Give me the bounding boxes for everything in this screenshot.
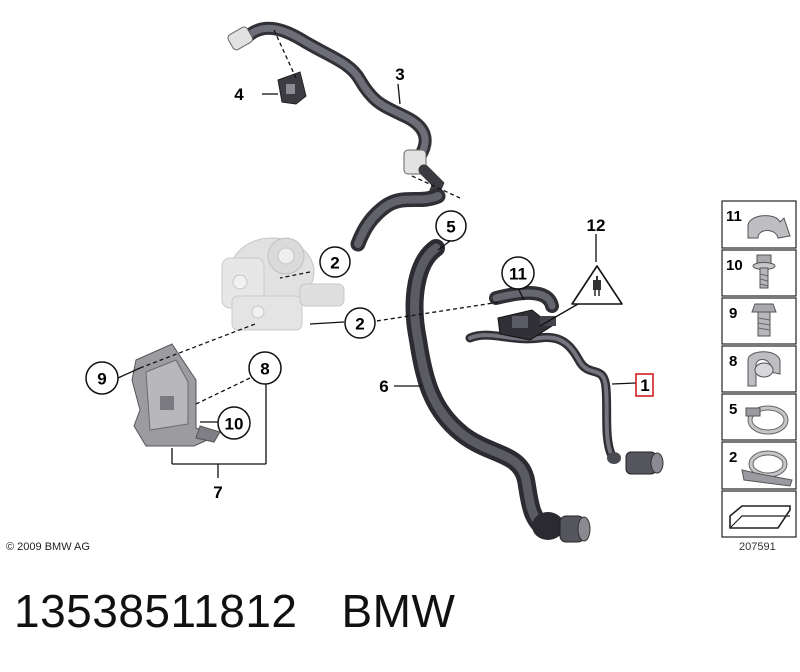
high-pressure-pump [221, 237, 345, 331]
callout-4[interactable]: 4 [234, 85, 244, 104]
callout-2-lower[interactable]: 2 [344, 307, 376, 339]
hose-bracket-4 [277, 71, 307, 105]
clamp-bracket-icon [741, 450, 793, 487]
callout-11-text: 11 [509, 265, 527, 284]
callout-6[interactable]: 6 [379, 377, 388, 396]
brand-name: BMW [341, 585, 456, 637]
callout-7[interactable]: 7 [213, 483, 222, 502]
callout-5-text: 5 [446, 218, 455, 237]
callout-3[interactable]: 3 [395, 65, 404, 84]
bracket-7 [131, 343, 221, 447]
callout-8-text: 8 [260, 360, 269, 379]
leader-lines [117, 29, 637, 478]
part-number: 13538511812 [14, 585, 298, 637]
callout-1-highlight[interactable]: 1 [635, 373, 654, 397]
callout-9[interactable]: 9 [85, 361, 119, 395]
copyright-notice: © 2009 BMW AG [6, 541, 90, 553]
flange-bolt-icon [752, 254, 776, 289]
figure-number: 207591 [739, 541, 776, 553]
part-footer: 13538511812 BMW [14, 584, 455, 638]
fuel-hose-2-lower [465, 285, 617, 461]
callout-2-upper-text: 2 [330, 254, 339, 273]
fuel-hose-3 [227, 21, 445, 204]
callout-5[interactable]: 5 [435, 210, 467, 242]
callout-2-lower-text: 2 [355, 315, 364, 334]
fuel-hose-2-upper [350, 188, 446, 252]
connector-1 [607, 451, 664, 475]
hose-holder-icon [747, 351, 781, 387]
callout-9-text: 9 [97, 370, 106, 389]
sidebar-item-11-number: 11 [726, 208, 742, 225]
callout-2-upper[interactable]: 2 [319, 246, 351, 278]
sidebar-item-8-number: 8 [729, 353, 737, 370]
fuel-hose-6 [405, 239, 591, 543]
callout-10[interactable]: 10 [217, 406, 251, 440]
hex-bolt-icon [751, 303, 777, 337]
callout-12[interactable]: 12 [587, 216, 606, 235]
arrow-bracket-icon [729, 505, 791, 529]
sidebar-item-2-number: 2 [729, 449, 737, 466]
warning-symbol-12 [571, 265, 623, 305]
parts-sidebar: 11 10 9 8 5 2 [721, 200, 797, 538]
sidebar-item-9-number: 9 [729, 305, 737, 322]
clip-icon [747, 215, 791, 239]
sidebar-item-5-number: 5 [729, 401, 737, 418]
callout-1: 1 [640, 376, 649, 395]
callout-11[interactable]: 11 [501, 256, 535, 290]
sidebar-item-10-number: 10 [726, 257, 743, 274]
callout-10-text: 10 [225, 415, 244, 434]
hose-clamp-icon [745, 405, 789, 435]
callout-8[interactable]: 8 [248, 351, 282, 385]
